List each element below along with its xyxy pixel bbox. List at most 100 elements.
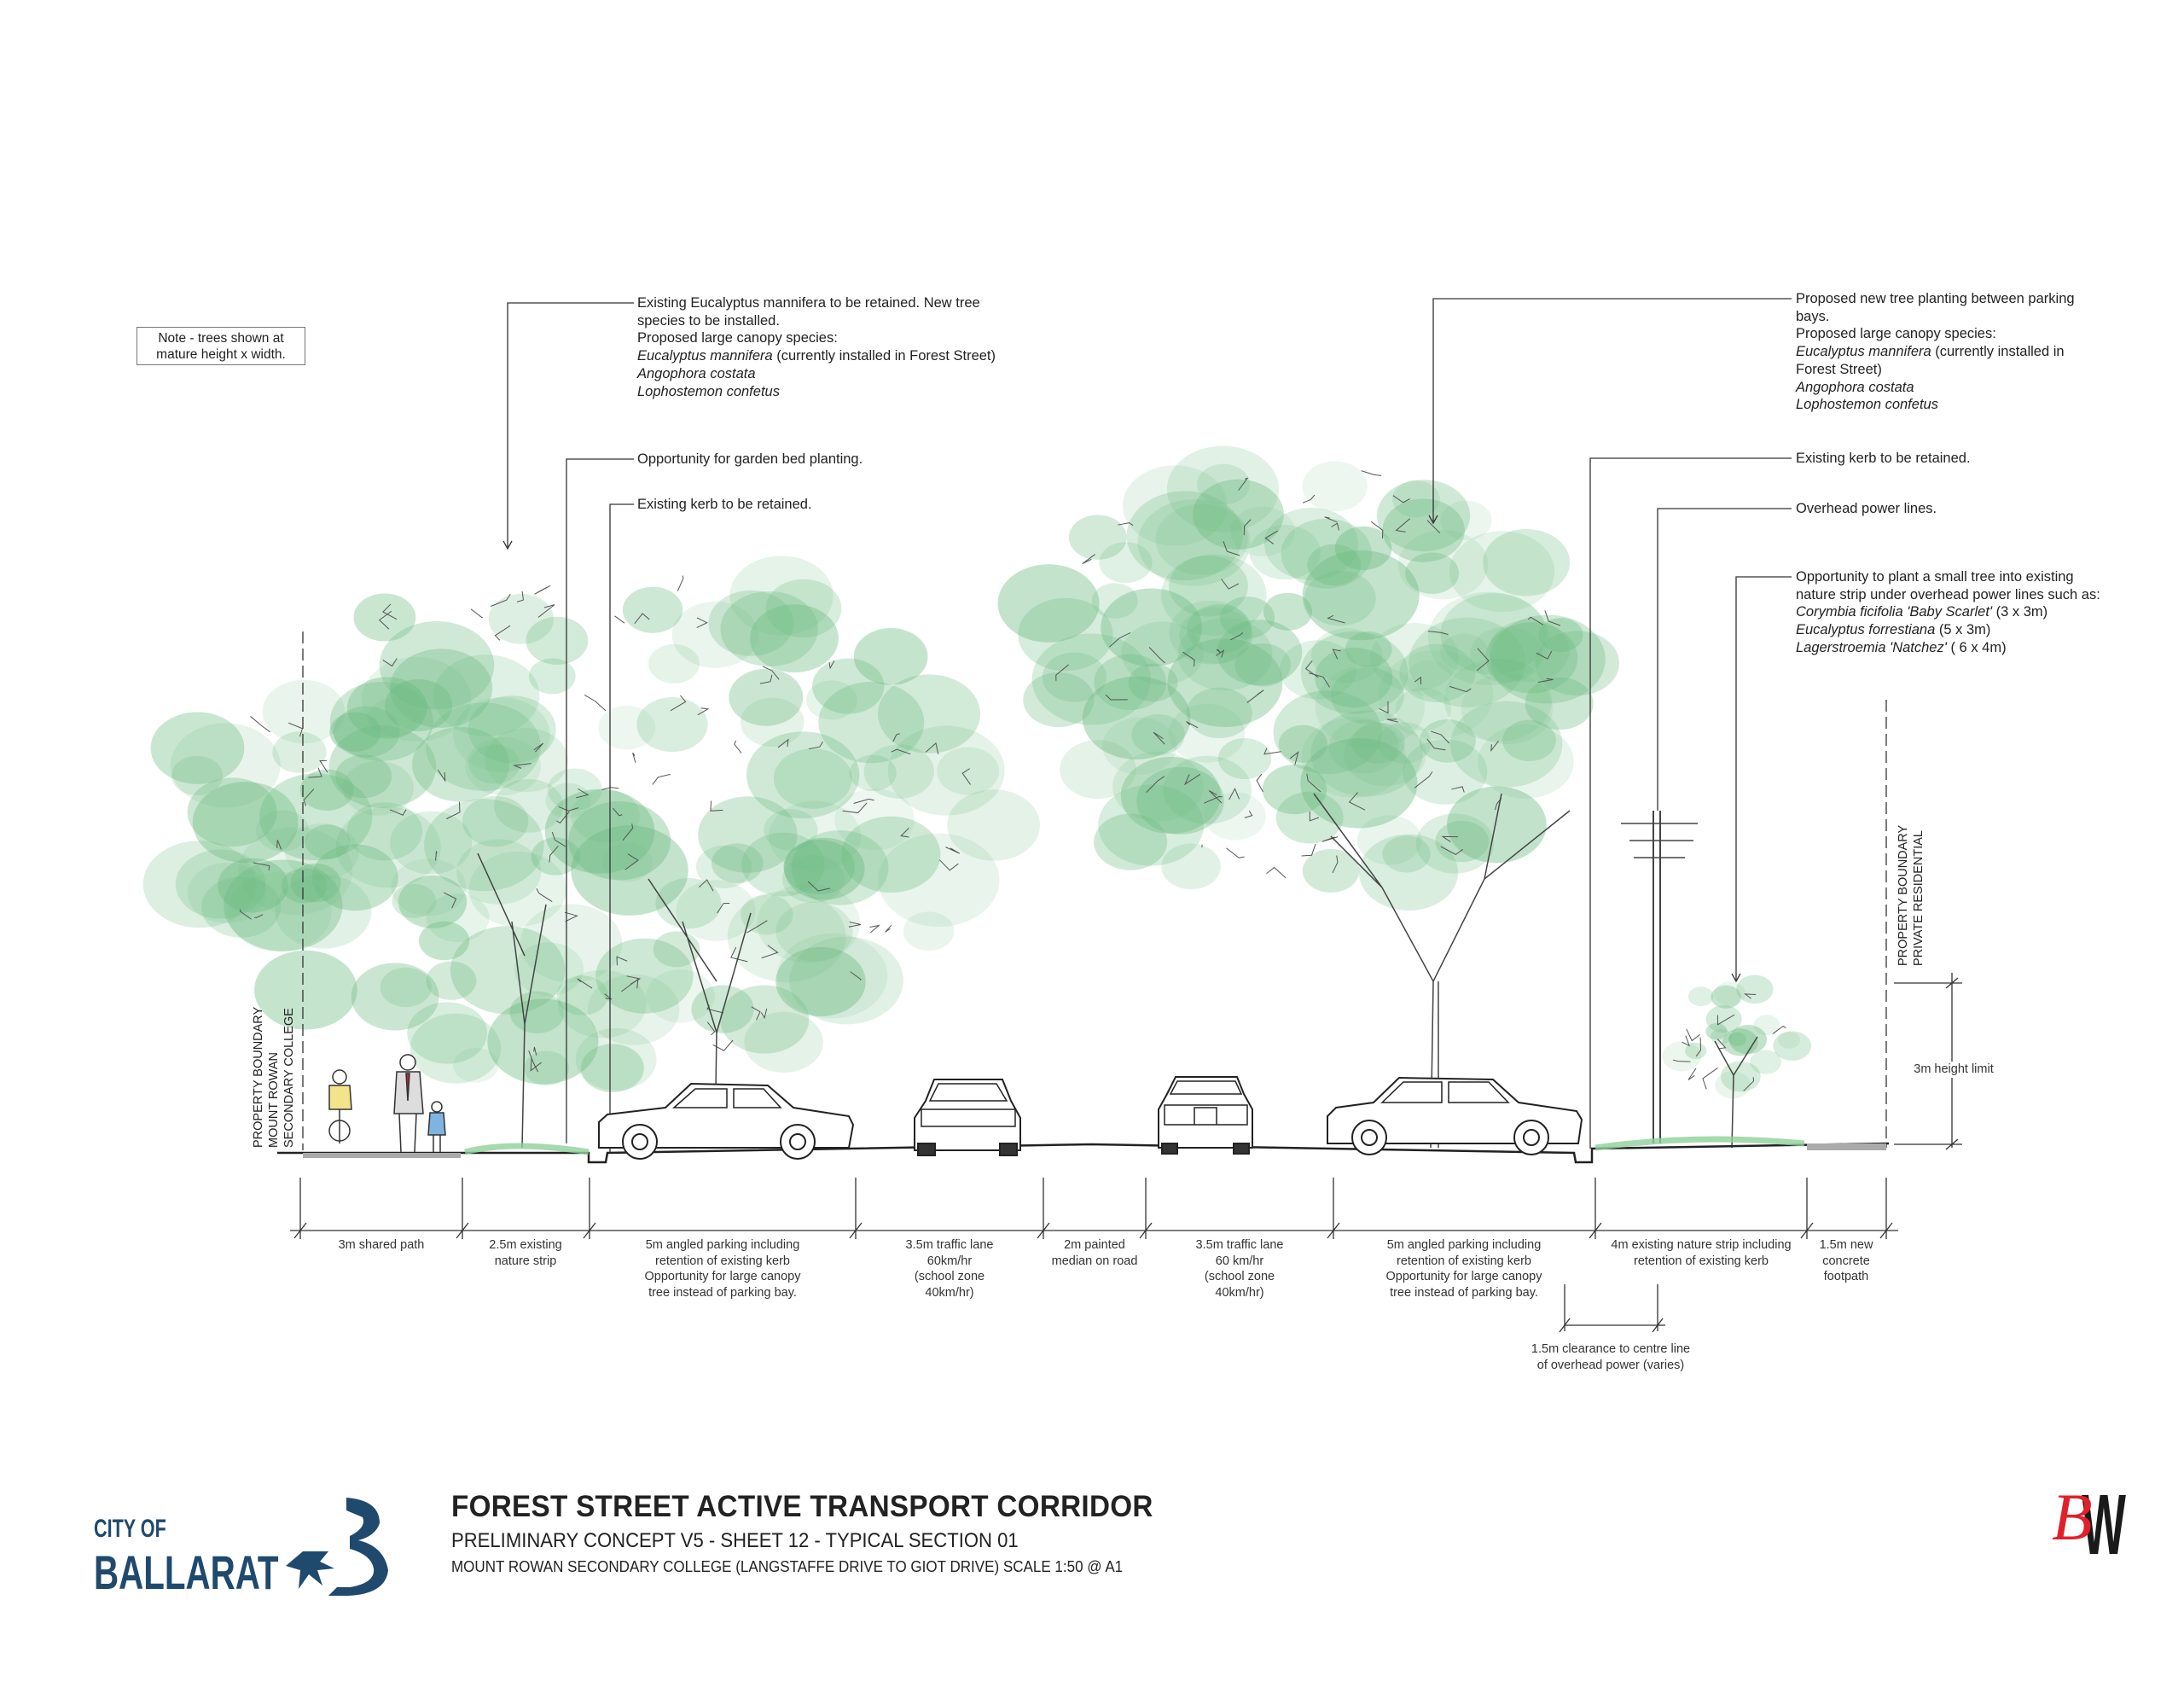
foliage-blob xyxy=(1409,617,1525,707)
foliage-blob xyxy=(254,950,357,1030)
branch-stroke xyxy=(869,924,880,934)
branch-stroke xyxy=(828,660,835,670)
branch-stroke xyxy=(254,914,264,918)
foliage-blob xyxy=(1402,739,1488,805)
foliage-blob xyxy=(426,893,490,943)
foliage-blob xyxy=(1068,515,1127,560)
annotation-line: Lophostemon confetus xyxy=(637,383,996,401)
branch-stroke xyxy=(777,738,789,748)
foliage-blob xyxy=(175,849,266,919)
foliage-blob xyxy=(1405,552,1460,594)
branch-stroke xyxy=(1426,520,1441,534)
foliage-blob xyxy=(390,811,473,875)
branch-stroke xyxy=(549,846,559,863)
branch-stroke xyxy=(1392,495,1411,503)
foliage-blob xyxy=(744,1011,823,1073)
foliage-blob xyxy=(1229,506,1295,556)
branch-stroke xyxy=(677,575,684,591)
branch-stroke xyxy=(1672,1059,1691,1062)
dimension-label-line: 3.5m traffic lane xyxy=(1195,1238,1284,1252)
branch-stroke xyxy=(760,1008,768,1020)
branch-stroke xyxy=(1105,694,1128,701)
dimension-label-line: nature strip xyxy=(494,1254,557,1268)
species-name: Eucalyptus mannifera xyxy=(637,348,773,364)
branch-stroke xyxy=(1744,993,1757,999)
height-limit-label: 3m height limit xyxy=(1914,1062,1994,1078)
foliage-blob xyxy=(1128,663,1178,702)
branch-stroke xyxy=(1223,541,1240,556)
branch-stroke xyxy=(1243,519,1252,536)
branch-stroke xyxy=(378,610,392,630)
branch-stroke xyxy=(533,742,544,753)
foliage-blob xyxy=(426,961,477,1000)
branch-stroke xyxy=(470,608,483,619)
foliage-blob xyxy=(947,789,1040,861)
foliage-blob xyxy=(1483,529,1571,596)
branch-stroke xyxy=(1537,678,1554,684)
note-line: Note - trees shown at xyxy=(158,331,284,346)
boundary-line: SECONDARY COLLEGE xyxy=(282,1008,296,1148)
branch-stroke xyxy=(1184,773,1201,786)
note-line: mature height x width. xyxy=(156,347,286,362)
dimension-label-line: 1.5m new xyxy=(1819,1238,1873,1252)
foliage-blob xyxy=(1382,835,1431,873)
foliage-blob xyxy=(740,697,804,748)
branch-stroke xyxy=(614,615,624,624)
species-size: ( 6 x 4m) xyxy=(1946,639,2007,655)
branch-stroke xyxy=(1490,741,1499,753)
foliage-blob xyxy=(424,799,544,892)
consultant-logo: W B xyxy=(2048,1477,2158,1577)
foliage-blob xyxy=(1315,647,1393,708)
branch-stroke xyxy=(632,752,636,763)
dimension-label-line: Opportunity for large canopy xyxy=(644,1270,801,1283)
foliage-blob xyxy=(648,643,700,684)
foliage-blob xyxy=(789,936,903,1025)
foliage-blob xyxy=(1263,508,1359,580)
foliage-blob xyxy=(903,911,955,951)
foliage-blob xyxy=(1687,986,1714,1007)
foliage-blob xyxy=(453,697,550,772)
foliage-blob xyxy=(1060,740,1136,800)
city-of-ballarat-emblem xyxy=(286,1498,388,1596)
dimension-tick xyxy=(849,1178,863,1239)
foliage-blob xyxy=(769,800,862,872)
branch-stroke xyxy=(382,658,398,667)
foliage-blob xyxy=(1711,1028,1732,1045)
foliage-blob xyxy=(997,564,1100,643)
foliage-blob xyxy=(1330,667,1404,724)
car-side-right xyxy=(1327,1076,1583,1155)
branch-stroke xyxy=(848,921,862,928)
foliage-blob xyxy=(595,938,694,1014)
foliage-blob xyxy=(468,695,556,764)
foliage-blob xyxy=(1728,1032,1747,1046)
foliage-blob xyxy=(1443,658,1553,742)
foliage-blob xyxy=(238,827,353,916)
branch-stroke xyxy=(613,807,623,817)
dimension-label-line: retention of existing kerb xyxy=(1634,1254,1769,1268)
branch-stroke xyxy=(250,716,270,733)
foliage-blob xyxy=(587,974,680,1045)
foliage-blob xyxy=(468,744,520,784)
branch-stroke xyxy=(1331,522,1339,531)
foliage-blob xyxy=(380,967,432,1008)
branch-stroke xyxy=(389,809,407,816)
foliage-blob xyxy=(1102,717,1177,775)
branch-stroke xyxy=(1361,470,1382,476)
power-lines-annotation: Overhead power lines. xyxy=(1796,501,1937,516)
pedestrians-cyclist xyxy=(328,1054,446,1153)
foliage-blob xyxy=(1112,751,1204,822)
branch-stroke xyxy=(938,859,959,871)
dimension-tick xyxy=(1327,1178,1340,1239)
foliage-blob xyxy=(1302,550,1420,641)
species-name: Corymbia ficifolia 'Baby Scarlet' xyxy=(1796,604,1993,620)
foliage-blob xyxy=(1470,626,1543,684)
foliage-blob xyxy=(1091,583,1138,619)
foliage-blob xyxy=(1778,1031,1800,1049)
foliage-blob xyxy=(727,891,846,983)
foliage-blob xyxy=(1736,975,1774,1004)
species-name: Eucalyptus forrestiana xyxy=(1796,622,1936,638)
foliage-blob xyxy=(1395,687,1452,731)
branch-stroke xyxy=(1221,579,1240,590)
